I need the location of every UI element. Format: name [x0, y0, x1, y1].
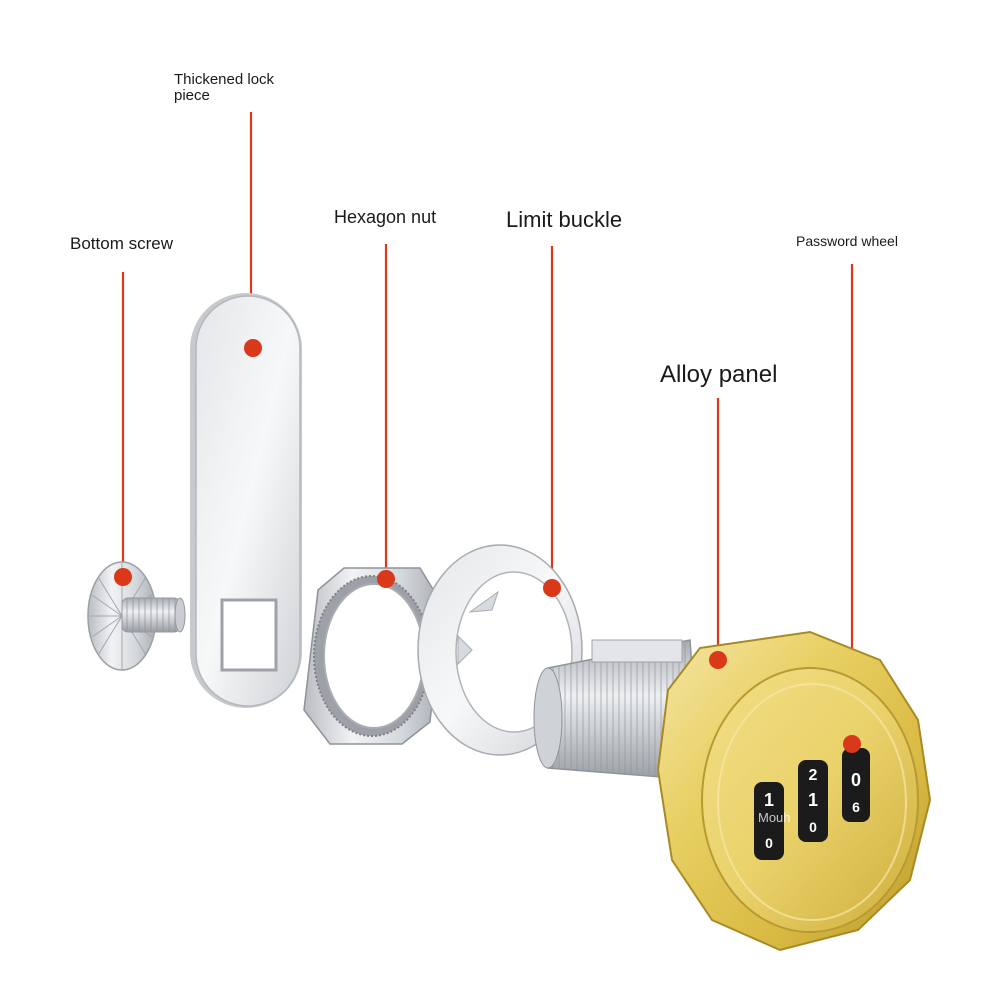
callout-dot-hexagon-nut	[377, 570, 395, 588]
label-password-wheel: Password wheel	[796, 233, 898, 249]
callout-dot-password-wheel	[843, 735, 861, 753]
dial-digit: 2	[809, 767, 818, 784]
password-wheel-left: 1 0	[754, 782, 784, 860]
label-limit-buckle: Limit buckle	[506, 207, 623, 232]
password-wheel-right: 0 6	[842, 748, 870, 822]
dial-digit: 1	[764, 790, 774, 810]
hexagon-nut	[303, 567, 443, 745]
dial-digit: 1	[808, 790, 818, 810]
alloy-panel	[656, 630, 932, 952]
callout-dot-alloy-panel	[709, 651, 727, 669]
thickened-lock-piece	[190, 293, 302, 708]
callout-dot-lock-piece	[244, 339, 262, 357]
password-wheel-middle: 2 1 0	[798, 760, 828, 842]
dial-digit: 0	[765, 835, 773, 851]
dial-digit: 0	[851, 770, 861, 790]
callout-dot-limit-buckle	[543, 579, 561, 597]
callout-dot-bottom-screw	[114, 568, 132, 586]
label-alloy-panel: Alloy panel	[660, 361, 778, 388]
bottom-screw	[87, 561, 186, 671]
watermark: Mouh	[758, 810, 791, 825]
password-wheel-group: 1 0 2 1 0 0 6 Mouh	[754, 748, 870, 860]
label-hexagon-nut: Hexagon nut	[334, 207, 437, 227]
dial-digit: 0	[809, 819, 817, 835]
label-bottom-screw: Bottom screw	[70, 234, 173, 253]
callout-dots	[114, 339, 861, 753]
dial-digit: 6	[852, 799, 860, 815]
label-thickened-lock-piece: Thickened lock piece	[174, 71, 275, 104]
